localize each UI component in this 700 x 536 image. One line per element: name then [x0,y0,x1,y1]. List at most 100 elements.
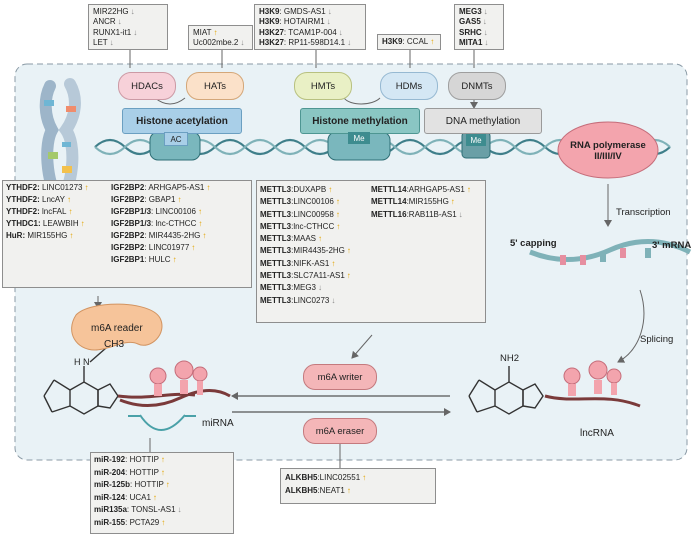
up-arrow-icon: ↑ [335,197,340,207]
up-arrow-icon: ↑ [328,185,333,194]
gene-label: : PCTA29 [125,517,160,527]
gene-label: :RAB11B-AS1 [406,209,457,219]
up-arrow-icon: ↑ [80,219,85,228]
m6a-writer-pill: m6A writer [303,364,377,390]
modifier-label: miR-124 [94,492,126,502]
up-arrow-icon: ↑ [177,195,182,204]
modifier-label: METTL16 [371,209,407,219]
gene-entry: METTL3:DUXAPB↑ [260,184,351,196]
gene-label: LncAY [39,195,65,204]
hdm-target-box: H3K9: CCAL↑ [377,34,441,50]
gene-label: : HOTTIP [130,480,164,489]
gene-entry: IGF2BP1: HULC↑ [111,255,210,267]
gene-entry: YTHDF2: LINC01273↑ [6,183,88,195]
up-arrow-icon: ↑ [172,255,177,264]
down-arrow-icon: ↓ [482,17,487,27]
down-arrow-icon: ↓ [458,209,463,219]
histone-methylation-label: Histone methylation [312,115,408,127]
histone-methylation-box: Histone methylation [300,108,420,134]
modifier-label: miR-155 [94,517,126,527]
down-arrow-icon: ↓ [483,27,488,37]
gene-entry: IGF2BP1/3: LINC00106↑ [111,207,210,219]
dnmt-target-box: MEG3↓GAS5↓SRHC↓MITA1↓ [454,4,504,50]
gene-entry: ALKBH5:NEAT1↑ [285,486,431,499]
gene-entry: METTL3:NIFK-AS1↑ [260,258,351,270]
hats-label: HATs [204,80,226,92]
hdac-target-box: MIR22HG↓ANCR↓RUNX1-it1↓LET↓ [88,4,168,50]
gene-label: :LINC00958 [291,209,334,219]
splicing-label: Splicing [640,334,674,345]
modifier-label: METTL3 [260,258,292,268]
writer-target-box: METTL3:DUXAPB↑METTL3:LINC00106↑METTL3:LI… [256,180,486,323]
gene-entry: METTL3:LINC0273↓ [260,295,351,307]
gene-label: :LINC02551 [317,473,361,482]
down-arrow-icon: ↓ [338,27,343,37]
modifier-label: YTHDF2: [6,183,40,192]
down-arrow-icon: ↓ [326,17,331,27]
up-arrow-icon: ↑ [450,197,455,207]
gene-entry: miR135a: TONSL-AS1↓ [94,505,230,518]
gene-label: MIR155HG [25,231,68,240]
gene-label: :SLC7A11-AS1 [291,271,345,281]
gene-label: : lnc-CTHCC [151,219,197,228]
gene-entry: IGF2BP2: LINC01977↑ [111,243,210,255]
histone-acetylation-label: Histone acetylation [136,115,228,127]
up-arrow-icon: ↑ [160,455,165,464]
modifier-label: METTL3 [260,197,292,207]
gene-entry: ANCR↓ [93,17,163,27]
gene-entry: miR-125b: HOTTIP↑ [94,480,230,493]
gene-label: MIAT [193,28,212,37]
gene-entry: LET↓ [93,38,163,48]
mirna-target-box: miR-192: HOTTIP↑miR-204: HOTTIP↑miR-125b… [90,452,234,534]
modifier-label: METTL3 [260,209,292,219]
gene-entry: H3K27: RP11-598D14.1↓ [259,38,361,48]
gene-entry: H3K9: HOTAIRM1↓ [259,17,361,27]
gene-label: : LINC00106 [151,207,196,216]
gene-label: : HOTTIP [125,455,159,464]
up-arrow-icon: ↑ [84,183,89,192]
up-arrow-icon: ↑ [362,473,367,482]
gene-label: : RP11-598D14.1 [283,37,346,47]
up-arrow-icon: ↑ [346,271,351,281]
down-arrow-icon: ↓ [109,37,114,47]
up-arrow-icon: ↑ [198,219,203,228]
modifier-label: METTL3 [260,234,292,244]
up-arrow-icon: ↑ [213,28,218,37]
gene-entry: miR-155: PCTA29↑ [94,518,230,531]
up-arrow-icon: ↑ [430,37,435,46]
modifier-label: SRHC [459,27,482,37]
lncrna-adenine-structure [468,366,544,415]
modifier-label: HuR: [6,231,26,240]
gene-label: Uc002mbe.2 [193,38,239,48]
capping-label: 5' capping [510,238,557,249]
hmts-label: HMTs [310,80,336,92]
up-arrow-icon: ↑ [466,185,471,194]
gene-label: : GMDS-AS1 [279,7,326,16]
mrna-3-label: 3' mRNA [652,240,692,251]
gene-entry: IGF2BP2: MIR4435-2HG↑ [111,231,210,243]
modifier-label: IGF2BP2 [111,195,145,204]
modifier-label: miR-204 [94,467,126,477]
gene-label: : ARHGAP5-AS1 [144,183,205,192]
ac-tag-label: AC [170,134,182,144]
up-arrow-icon: ↑ [68,207,73,216]
modifier-label: miR-125b [94,480,131,489]
m6a-reader-label: m6A reader [91,323,143,334]
gene-entry: H3K9: CCAL↑ [382,37,436,47]
gene-label: : CCAL [402,37,429,46]
modifier-label: ALKBH5 [285,486,318,495]
modifier-label: IGF2BP1/3 [111,207,152,216]
modifier-label: YTHDF2: [6,207,40,216]
gene-entry: IGF2BP1/3: lnc-CTHCC↑ [111,219,210,231]
up-arrow-icon: ↑ [346,486,351,495]
modifier-label: METTL3 [260,221,292,231]
m6a-eraser-label: m6A eraser [315,425,365,437]
dna-me-tag: Me [466,134,486,146]
hdacs-pill: HDACs [118,72,176,100]
modifier-label: METTL3 [260,185,292,194]
gene-entry: METTL3:MIR4435-2HG↑ [260,245,351,257]
modifier-label: MITA1 [459,37,483,47]
modifier-label: YTHDC1: [6,219,41,228]
gene-entry: METTL3:SLC7A11-AS1↑ [260,270,351,282]
